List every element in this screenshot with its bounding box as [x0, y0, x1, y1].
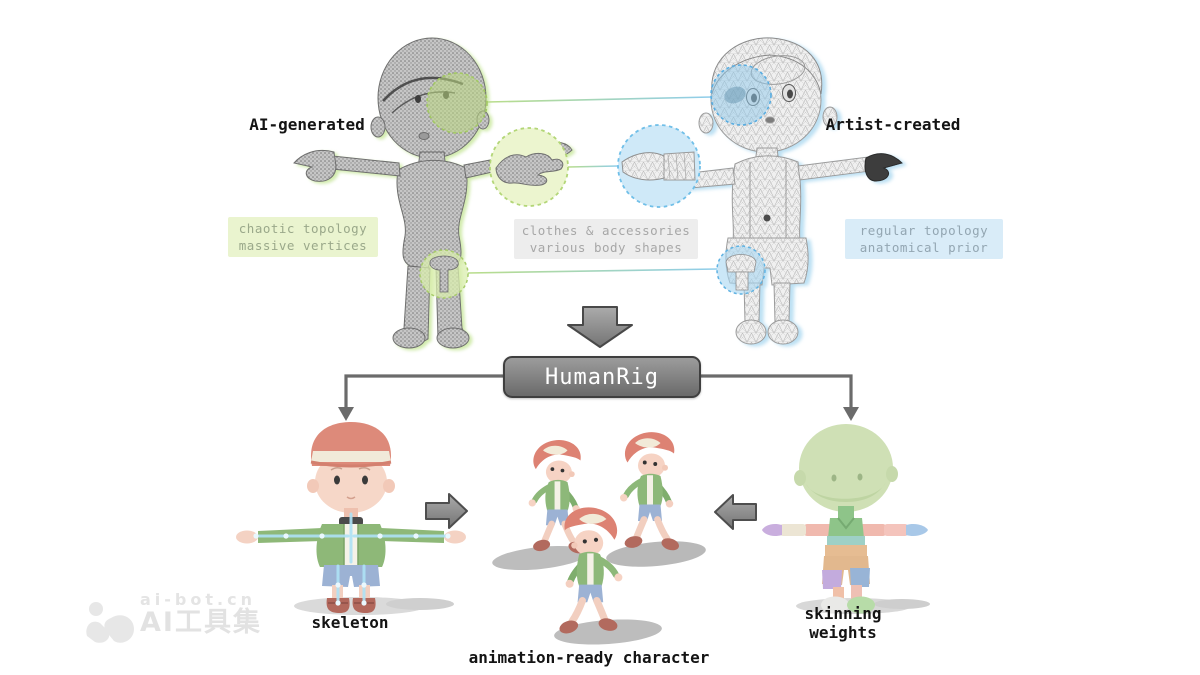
- artist-created-character: [656, 37, 903, 345]
- callout-chaotic-topology: chaotic topology massive vertices: [228, 217, 378, 257]
- magnifier-circle-hand-green: [489, 127, 569, 207]
- highlight-circle-left-face: [426, 72, 488, 134]
- callout-line: anatomical prior: [859, 240, 989, 255]
- callout-line: massive vertices: [238, 238, 368, 253]
- animation-ready-characters: [492, 432, 706, 645]
- magnifier-circle-hand-blue: [617, 124, 701, 208]
- down-arrow-icon: [567, 306, 633, 348]
- humanrig-box: HumanRig: [503, 356, 701, 398]
- watermark: ai-bot.cn AI工具集: [140, 590, 262, 638]
- ai-generated-label: AI-generated: [249, 115, 365, 134]
- humanrig-box-label: HumanRig: [545, 364, 659, 390]
- ai-bot-logo-icon: [86, 602, 134, 643]
- callout-clothes-accessories: clothes & accessories various body shape…: [514, 219, 698, 259]
- highlight-circle-right-knee: [716, 245, 766, 295]
- animation-ready-label: animation-ready character: [468, 648, 710, 667]
- skinning-weights-line: weights: [809, 623, 877, 642]
- callout-regular-topology: regular topology anatomical prior: [845, 219, 1003, 259]
- callout-line: clothes & accessories: [521, 223, 691, 238]
- highlight-circle-left-hip: [419, 249, 469, 299]
- skeleton-label: skeleton: [311, 613, 389, 632]
- branch-arrow-right: [697, 374, 859, 421]
- skinning-weights-character: [762, 424, 930, 614]
- skinning-weights-line: skinning: [804, 604, 882, 623]
- highlight-circle-right-face: [710, 64, 772, 126]
- watermark-brand: AI工具集: [140, 606, 262, 638]
- callout-line: various body shapes: [529, 240, 683, 255]
- skinning-weights-label: skinning weights: [780, 604, 906, 642]
- skeleton-character: [236, 422, 466, 615]
- ai-generated-character: [293, 37, 573, 349]
- right-arrow-icon: [425, 493, 468, 529]
- callout-line: chaotic topology: [238, 221, 368, 236]
- correspondence-lines: [467, 96, 718, 274]
- branch-arrow-left: [338, 374, 503, 421]
- left-arrow-icon: [714, 494, 757, 530]
- watermark-site: ai-bot.cn: [140, 590, 256, 609]
- artist-created-label: Artist-created: [825, 115, 961, 134]
- callout-line: regular topology: [859, 223, 989, 238]
